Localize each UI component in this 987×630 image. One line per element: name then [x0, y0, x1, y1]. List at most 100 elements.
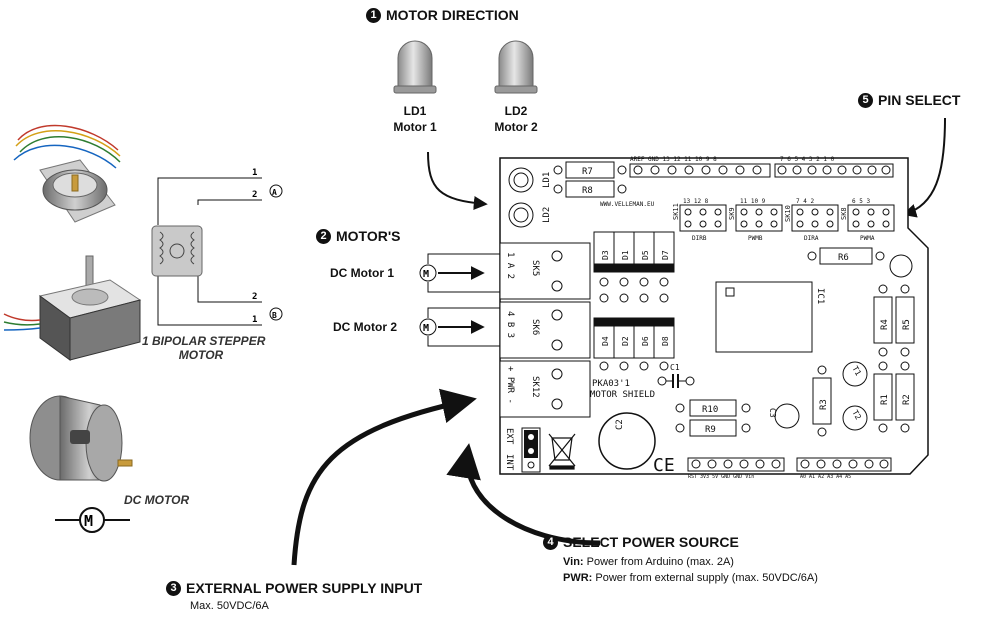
r4-label: R4 [880, 319, 890, 330]
led-1-motor: Motor 1 [393, 120, 437, 134]
sk8-label: SK8 [840, 207, 848, 220]
led-1-label: LD1 Motor 1 [386, 103, 444, 135]
pwma-label: PWMA [860, 235, 875, 242]
callout-number: 2 [316, 228, 331, 244]
callout-pin-select: 5 PIN SELECT [858, 92, 960, 108]
bottom-right-label: A0 A1 A2 A3 A4 A5 [800, 474, 851, 480]
t1-label: T1 [850, 365, 863, 378]
r8-label: R8 [582, 186, 593, 196]
motor-shield-board: R7 R8 LD1 LD2 AREF GND 13 12 11 10 9 8 7… [499, 156, 929, 480]
stepper-label-line1: 1 BIPOLAR STEPPER [142, 334, 266, 348]
sk5-label: SK5 [530, 260, 540, 276]
sk9-label: SK9 [728, 207, 736, 220]
sk10-label: SK10 [784, 205, 792, 222]
d2-label: D2 [621, 336, 630, 346]
int-label: INT [504, 454, 514, 471]
pwr-key: PWR: [563, 572, 593, 584]
vin-key: Vin: [563, 556, 584, 568]
top-header-left-label: AREF GND 13 12 11 10 9 8 [630, 156, 717, 163]
stepper-label-line2: MOTOR [178, 348, 224, 362]
dc-motor-2-symbol-letter: M [423, 323, 429, 334]
arrow-pin-select [902, 117, 946, 218]
callout-number: 3 [166, 580, 181, 596]
sk11-nums: 13 12 8 [683, 198, 709, 205]
callout-number: 4 [543, 534, 558, 550]
wire-num-1: 1 [252, 168, 257, 178]
r10-label: R10 [702, 405, 718, 415]
term3-label: + PWR - [505, 366, 515, 404]
external-power-subtitle: Max. 50VDC/6A [190, 600, 269, 612]
stepper-motor-1-icon [13, 124, 121, 223]
sk6-label: SK6 [530, 319, 540, 335]
ic1-label: IC1 [815, 288, 825, 304]
stepper-motor-2-icon [3, 255, 142, 361]
callout-title: PIN SELECT [878, 92, 961, 108]
dirb-label: DIRB [692, 235, 707, 242]
callout-title: MOTOR DIRECTION [386, 7, 519, 23]
website-label: WWW.VELLEMAN.EU [600, 201, 655, 208]
callout-number: 1 [366, 7, 381, 23]
phase-a-label: A [272, 188, 277, 197]
r6-label: R6 [838, 253, 849, 263]
wire-num-4: 1 [252, 315, 257, 325]
c3-label: C3 [768, 408, 777, 418]
callout-title: SELECT POWER SOURCE [563, 534, 739, 550]
callout-title: MOTOR'S [336, 228, 401, 244]
dc-motor-1-label: DC Motor 1 [330, 266, 394, 280]
dc-motor-1-connection [419, 253, 500, 293]
led-2-motor: Motor 2 [494, 120, 538, 134]
pwr-text: Power from external supply (max. 50VDC/6… [595, 572, 818, 584]
led-2-name: LD2 [504, 104, 528, 118]
callout-number: 5 [858, 92, 873, 108]
term2-label: 4 B 3 [505, 311, 515, 338]
c1-label: C1 [670, 363, 680, 372]
board-ld2-label: LD2 [542, 207, 552, 223]
r9-label: R9 [705, 425, 716, 435]
d6-label: D6 [641, 336, 650, 346]
phase-b-label: B [272, 311, 277, 320]
arrow-motor-direction [427, 151, 488, 210]
d3-label: D3 [601, 250, 610, 260]
bottom-left-label: RST 3V3 5V GND GND Vin [688, 474, 754, 480]
ext-label: EXT [504, 428, 514, 445]
led-1-icon [393, 40, 437, 94]
callout-select-power-source: 4 SELECT POWER SOURCE [543, 534, 739, 550]
d5-label: D5 [641, 250, 650, 260]
stepper-schematic [151, 177, 283, 326]
sk8-nums: 6 5 3 [852, 198, 870, 205]
wire-num-3: 2 [252, 292, 257, 302]
dira-label: DIRA [804, 235, 819, 242]
r7-label: R7 [582, 167, 593, 177]
board-ld1-label: LD1 [542, 172, 552, 188]
r5-label: R5 [902, 319, 912, 330]
t2-label: T2 [850, 409, 863, 422]
r3-label: R3 [819, 399, 829, 410]
led-2-label: LD2 Motor 2 [487, 103, 545, 135]
vin-note: Vin: Power from Arduino (max. 2A) [563, 556, 734, 568]
d8-label: D8 [661, 336, 670, 346]
pwmb-label: PWMB [748, 235, 763, 242]
vin-text: Power from Arduino (max. 2A) [586, 556, 734, 568]
callout-motors: 2 MOTOR'S [316, 228, 401, 244]
model-label: PKA03'1 [592, 379, 630, 389]
motor-symbol [55, 507, 130, 533]
stepper-motor-label: 1 BIPOLAR STEPPER MOTOR [142, 334, 266, 362]
dc-motor-label: DC MOTOR [124, 493, 190, 507]
shield-label: MOTOR SHIELD [590, 390, 655, 400]
pwr-note: PWR: Power from external supply (max. 50… [563, 572, 818, 584]
sk9-nums: 11 10 9 [740, 198, 766, 205]
sk11-label: SK11 [672, 203, 680, 220]
arrow-select-power [446, 443, 601, 546]
led-2-icon [494, 40, 538, 94]
sk10-nums: 7 4 2 [796, 198, 814, 205]
wire-num-2: 2 [252, 190, 257, 200]
d7-label: D7 [661, 250, 670, 260]
dc-motor-2-connection [419, 307, 500, 347]
motor-symbol-letter: M [84, 512, 93, 530]
callout-title: EXTERNAL POWER SUPPLY INPUT [186, 580, 423, 596]
dc-motor-icon [29, 395, 133, 482]
sk12-label: SK12 [530, 376, 540, 398]
dc-motor-2-label: DC Motor 2 [333, 320, 397, 334]
